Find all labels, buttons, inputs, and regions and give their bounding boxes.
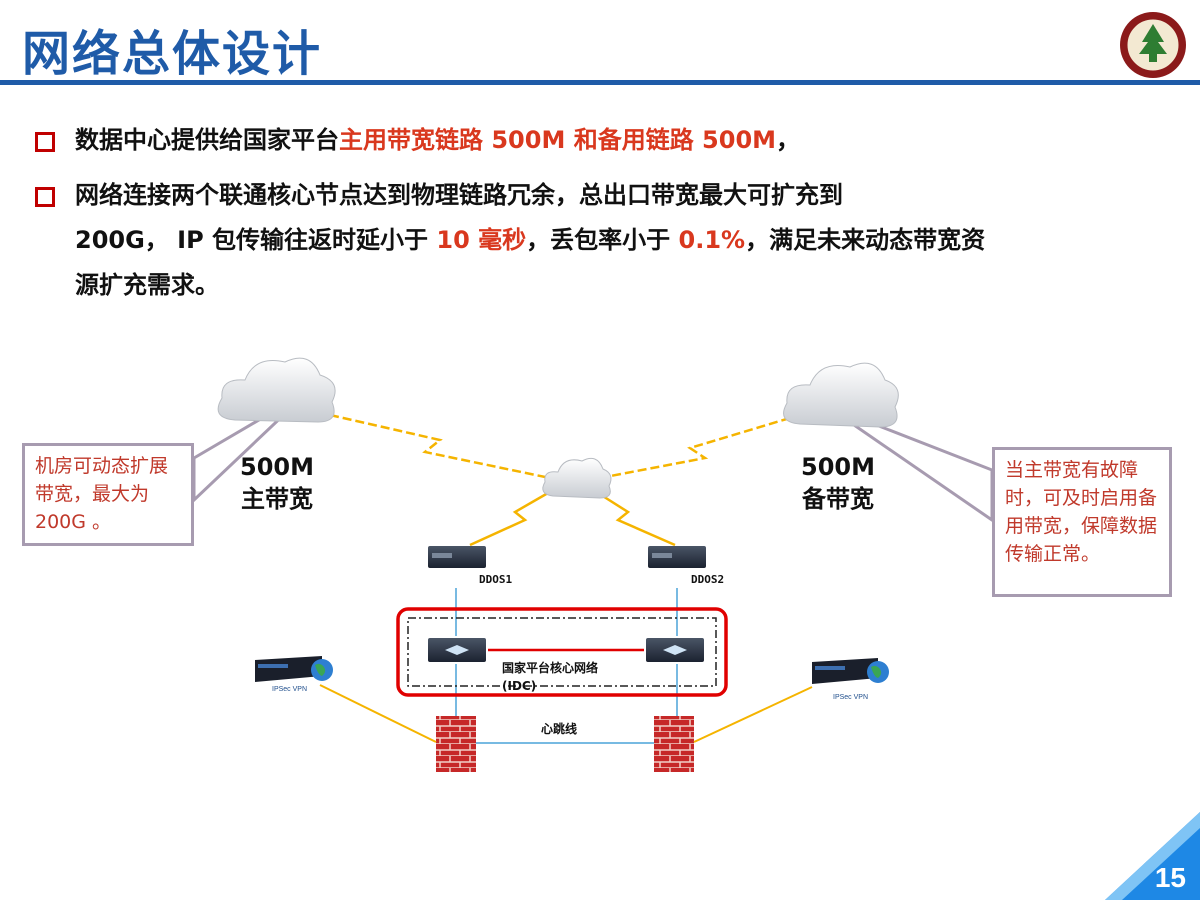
core-network-idc: (IDC) bbox=[502, 679, 537, 693]
bullet-text: ， bbox=[776, 126, 801, 154]
page-title: 网络总体设计 bbox=[22, 26, 323, 82]
vpn-left-label: IPSec VPN bbox=[272, 686, 308, 693]
bullet-list: 数据中心提供给国家平台主用带宽链路 500M 和备用链路 500M， 网络连接两… bbox=[35, 118, 1185, 318]
firewall-icon bbox=[654, 716, 694, 772]
core-network-label: 国家平台核心网络 (IDC) bbox=[502, 659, 598, 695]
ddos1-device-icon bbox=[428, 546, 486, 568]
callout-right: 当主带宽有故障时，可及时启用备用带宽，保障数据传输正常。 bbox=[992, 447, 1172, 597]
heartbeat-label: 心跳线 bbox=[541, 722, 578, 736]
bullet-text: 200G， IP 包传输往返时延小于 bbox=[75, 226, 437, 254]
backup-bandwidth-name: 备带宽 bbox=[802, 485, 874, 513]
core-network-name: 国家平台核心网络 bbox=[502, 661, 599, 675]
ddos2-device-icon bbox=[648, 546, 706, 568]
vpn-device-icon bbox=[812, 658, 889, 684]
bullet-box-icon bbox=[35, 187, 55, 207]
bullet-highlight: 0.1% bbox=[678, 226, 746, 254]
title-underline bbox=[0, 80, 1200, 85]
ddos2-link bbox=[597, 491, 676, 547]
primary-bandwidth-name: 主带宽 bbox=[241, 485, 313, 513]
bullet-item: 数据中心提供给国家平台主用带宽链路 500M 和备用链路 500M， bbox=[35, 118, 1185, 163]
ddos1-link bbox=[469, 491, 549, 547]
bullet-highlight: 10 毫秒 bbox=[436, 226, 527, 254]
primary-link bbox=[329, 413, 551, 480]
callout-left: 机房可动态扩展带宽，最大为 200G 。 bbox=[22, 443, 194, 546]
vpn-left-link bbox=[319, 684, 437, 743]
ddos1-label: DDOS1 bbox=[479, 573, 513, 586]
bullet-box-icon bbox=[35, 132, 55, 152]
backup-bandwidth-label: 500M 备带宽 bbox=[793, 451, 883, 515]
bullet-text: 数据中心提供给国家平台 bbox=[75, 126, 339, 154]
ddos2-label: DDOS2 bbox=[691, 573, 725, 586]
university-seal-icon bbox=[1120, 12, 1186, 78]
bullet-text: ，满足未来动态带宽资 bbox=[745, 226, 986, 254]
page-number: 15 bbox=[1154, 862, 1186, 893]
core-switch-icon bbox=[646, 638, 704, 662]
core-switch-icon bbox=[428, 638, 486, 662]
bullet-highlight: 主用带宽链路 500M 和备用链路 500M bbox=[339, 126, 777, 154]
bullet-text: 网络连接两个联通核心节点达到物理链路冗余，总出口带宽最大可扩充到 bbox=[75, 181, 843, 209]
bullet-item: 网络连接两个联通核心节点达到物理链路冗余，总出口带宽最大可扩充到 200G， I… bbox=[35, 173, 1185, 308]
vpn-right-label: IPSec VPN bbox=[833, 694, 869, 701]
cloud-icon bbox=[783, 362, 899, 428]
cloud-icon bbox=[217, 357, 336, 423]
vpn-right-link bbox=[693, 686, 813, 743]
backup-bandwidth-value: 500M bbox=[801, 453, 875, 481]
backup-link bbox=[599, 416, 791, 480]
vpn-device-icon bbox=[255, 656, 333, 682]
core-network-dashed-frame bbox=[407, 617, 717, 687]
core-network-box bbox=[396, 607, 728, 697]
bullet-text: ，丢包率小于 bbox=[526, 226, 679, 254]
bullet-text: 源扩充需求。 bbox=[75, 271, 219, 299]
firewall-icon bbox=[436, 716, 476, 772]
cloud-icon bbox=[542, 457, 612, 499]
primary-bandwidth-value: 500M bbox=[240, 453, 314, 481]
primary-bandwidth-label: 500M 主带宽 bbox=[232, 451, 322, 515]
